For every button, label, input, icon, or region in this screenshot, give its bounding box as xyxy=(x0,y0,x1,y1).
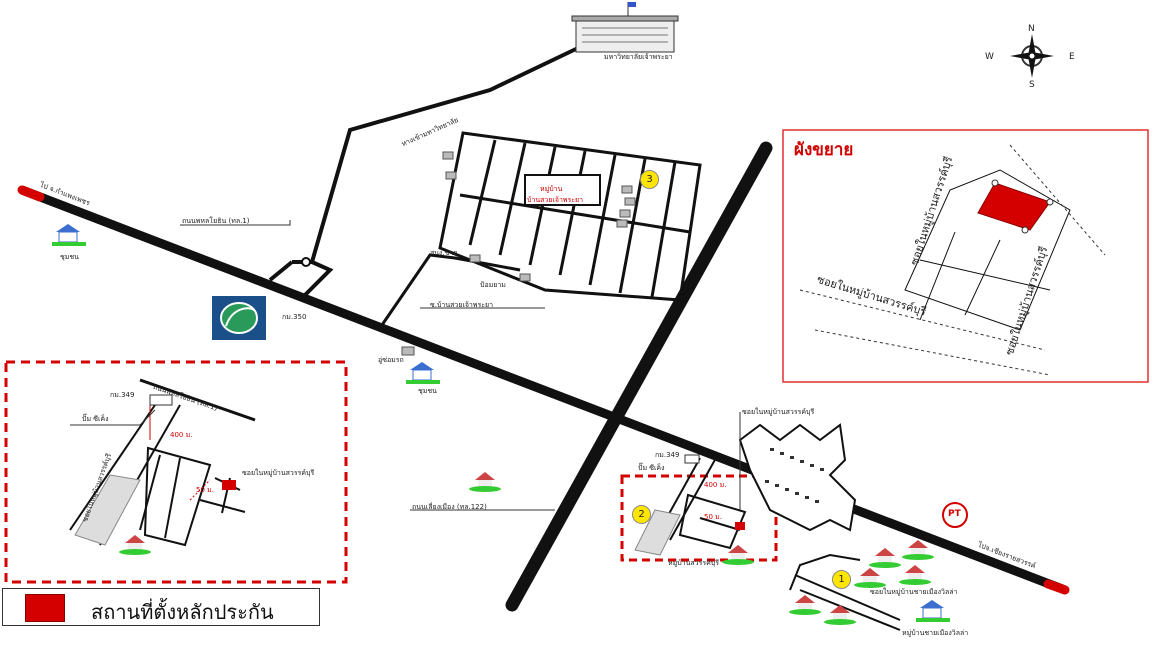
small-sign-icons xyxy=(401,151,636,356)
label-km-350: กม.350 xyxy=(282,313,307,321)
label-soi-bottom: ซอยในหมู่บ้านชายเมืองวิลล่า xyxy=(870,588,958,596)
left-label-km: กม.349 xyxy=(110,391,135,399)
compass-rose-icon xyxy=(1010,34,1054,78)
badge-1: 1 xyxy=(832,570,851,589)
label-main-road: ถนนพหลโยธิน (ทล.1) xyxy=(182,217,250,225)
label-village-bottom: หมู่บ้านชายเมืองวิลล่า xyxy=(902,629,969,637)
inset-frame xyxy=(782,129,1149,383)
label-distance-50: 50 ม. xyxy=(704,513,722,521)
university-building xyxy=(571,2,679,53)
left-label-distance2: 50 ม. xyxy=(196,486,214,494)
label-restaurant: ปั๊ม ซีเค็ง xyxy=(638,464,665,472)
bank-logo-icon xyxy=(212,296,266,340)
bypass-road xyxy=(505,141,773,612)
legend-swatch xyxy=(25,594,65,622)
compass-east: E xyxy=(1069,52,1075,62)
label-university: มหาวิทยาลัยเจ้าพระยา xyxy=(604,53,673,61)
label-distance-400: 400 ม. xyxy=(704,481,727,489)
bottom-village-road xyxy=(789,553,901,631)
label-shop2: ป้อมยาม xyxy=(480,281,506,289)
leader-lines xyxy=(70,220,741,511)
label-community-mid: ชุมชน xyxy=(418,387,437,395)
label-ptt: PT xyxy=(948,509,961,519)
compass-south: S xyxy=(1029,80,1035,90)
label-community-left: ชุมชน xyxy=(60,253,79,261)
ptt-logo-icon xyxy=(942,502,968,528)
label-village-svan: หมู่บ้านสวรรค์บุรี xyxy=(668,559,719,567)
left-inset-frame xyxy=(4,360,348,584)
left-label-soi: ซอยในหมู่บ้านสวรรค์บุรี xyxy=(242,469,315,477)
label-village-name2: บ้านสวยเจ้าพระยา xyxy=(527,196,584,204)
label-km-349: กม.349 xyxy=(655,451,680,459)
left-label-distance: 400 ม. xyxy=(170,431,193,439)
university-road xyxy=(268,46,579,302)
collateral-plot-inset xyxy=(977,182,1051,231)
label-village-name: หมู่บ้าน xyxy=(540,185,563,193)
label-shop1: สนง.ขาย xyxy=(430,249,458,257)
village-grid xyxy=(438,131,702,302)
inset-title: ผังขยาย xyxy=(794,140,854,160)
label-bypass: ถนนเลี่ยงเมือง (ทล.122) xyxy=(412,503,487,511)
main-highway xyxy=(17,185,1070,595)
label-soi-svan: ซอยในหมู่บ้านสวรรค์บุรี xyxy=(742,408,815,416)
left-label-shop: ปั๊ม ซีเค็ง xyxy=(82,415,109,423)
legend-label: สถานที่ตั้งหลักประกัน xyxy=(91,600,274,624)
compass-north: N xyxy=(1028,24,1035,34)
label-soi-village: ซ.บ้านสวยเจ้าพระยา xyxy=(430,301,494,309)
village-soi xyxy=(380,253,521,326)
badge-3: 3 xyxy=(640,170,659,189)
badge-2: 2 xyxy=(632,505,651,524)
house-icons xyxy=(52,224,950,625)
label-small-house: อู่ซ่อมรถ xyxy=(378,356,404,364)
compass-west: W xyxy=(985,52,994,62)
svan-village xyxy=(620,423,857,562)
legend: สถานที่ตั้งหลักประกัน xyxy=(2,588,320,626)
